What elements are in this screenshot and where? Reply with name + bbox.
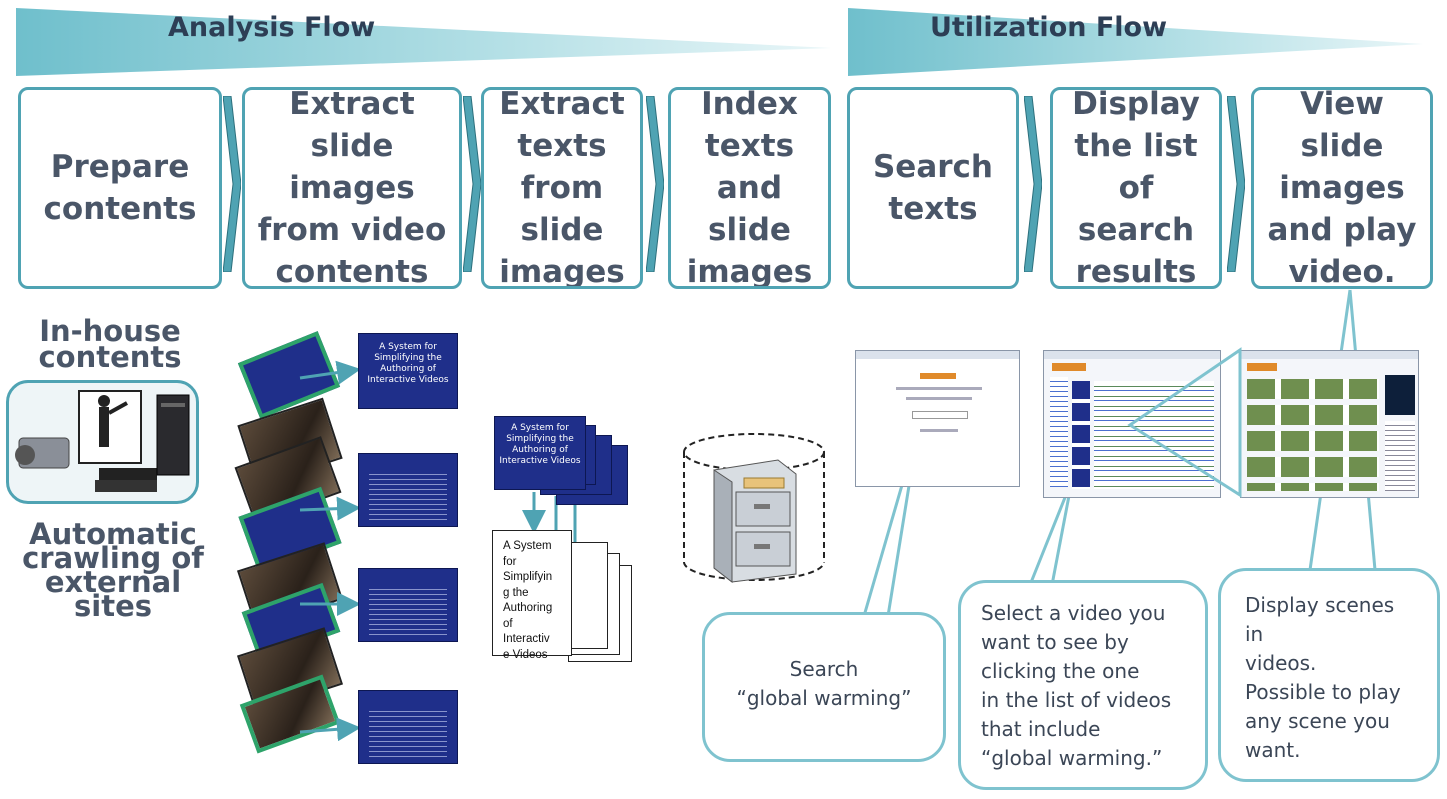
search-bubble: Search “global warming” — [702, 612, 946, 762]
automatic-crawling-label: Automatic crawling of external sites — [22, 517, 204, 623]
inhouse-devices-illustration — [6, 380, 199, 504]
step-index: Index texts and slide images — [668, 87, 831, 289]
extracted-slide — [358, 453, 458, 527]
utilization-flow-title: Utilization Flow — [930, 12, 1168, 43]
step-label: View slide images and play video. — [1267, 87, 1417, 289]
step-label: Display the list of search results — [1072, 87, 1200, 289]
database-icon — [683, 433, 825, 584]
slide-viewer-screen — [1240, 350, 1419, 498]
select-video-bubble: Select a video you want to see by clicki… — [958, 580, 1208, 790]
step-label: Search texts — [872, 149, 993, 227]
extracted-slide: A System for Simplifying the Authoring o… — [358, 333, 458, 409]
chevron-right-icon — [223, 96, 241, 272]
analysis-flow-title: Analysis Flow — [168, 12, 376, 43]
slide-title: A System for Simplifying the Authoring o… — [367, 342, 449, 385]
chevron-right-icon — [463, 96, 481, 272]
step-label: Prepare contents — [43, 149, 197, 227]
stacked-slide: A System for Simplifying the Authoring o… — [494, 416, 586, 490]
step-extract-texts: Extract texts from slide images — [481, 87, 643, 289]
select-video-bubble-text: Select a video you want to see by clicki… — [981, 601, 1172, 770]
analysis-flow-banner — [16, 8, 831, 76]
step-prepare-contents: Prepare contents — [18, 87, 222, 289]
chevron-right-icon — [1227, 96, 1245, 272]
extracted-text: A System for Simplifyin g the Authoring … — [503, 540, 553, 661]
chevron-right-icon — [646, 96, 664, 272]
chevron-right-icon — [1024, 96, 1042, 272]
step-search-texts: Search texts — [847, 87, 1019, 289]
display-scenes-bubble-text: Display scenes in videos. Possible to pl… — [1245, 593, 1401, 762]
slide-title: A System for Simplifying the Authoring o… — [499, 423, 581, 466]
step-display-results: Display the list of search results — [1050, 87, 1222, 289]
extracted-text-document: A System for Simplifyin g the Authoring … — [492, 530, 572, 661]
step-extract-slide-images: Extract slide images from video contents — [242, 87, 462, 289]
search-bubble-text: Search “global warming” — [736, 657, 912, 710]
step-label: Extract texts from slide images — [499, 87, 625, 289]
utilization-flow-banner — [848, 8, 1423, 76]
display-scenes-bubble: Display scenes in videos. Possible to pl… — [1218, 568, 1440, 782]
search-screen — [855, 350, 1020, 487]
step-view-slides: View slide images and play video. — [1251, 87, 1433, 289]
extracted-slide — [358, 690, 458, 764]
inhouse-contents-label: In-house contents — [38, 314, 182, 374]
step-label: Extract slide images from video contents — [257, 87, 447, 289]
zoom-callout — [1127, 347, 1242, 498]
step-label: Index texts and slide images — [686, 87, 813, 289]
extracted-slide — [358, 568, 458, 642]
